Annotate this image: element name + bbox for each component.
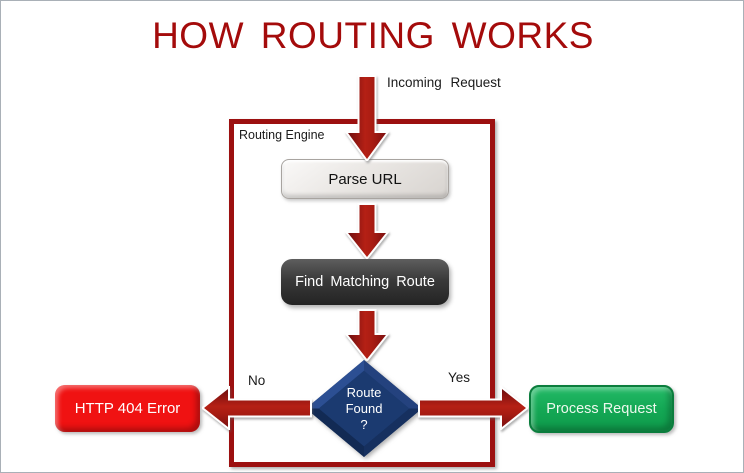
yes-branch-label: Yes: [448, 370, 471, 385]
incoming-arrow-down-icon: [345, 75, 389, 161]
http-404-error-node: HTTP 404 Error: [55, 385, 200, 432]
find-to-decision-arrow-down-icon: [345, 309, 389, 361]
decision-label: Route Found ?: [304, 359, 424, 459]
incoming-request-label: Incoming Request: [387, 75, 501, 90]
yes-branch-arrow-right-icon: [418, 386, 528, 430]
route-found-decision: Route Found ?: [304, 359, 424, 459]
decision-line: Found: [345, 401, 383, 416]
no-branch-arrow-left-icon: [202, 386, 312, 430]
page-title: HOW ROUTING WORKS: [152, 15, 594, 56]
parse-to-find-arrow-down-icon: [345, 203, 389, 259]
find-matching-route-node: Find Matching Route: [281, 259, 449, 305]
parse-url-node: Parse URL: [281, 159, 449, 199]
routing-engine-label: Routing Engine: [239, 128, 325, 142]
decision-line: Route: [346, 385, 382, 400]
decision-diamond-icon: [306, 360, 422, 457]
parse-url-label: Parse URL: [328, 170, 402, 188]
find-matching-route-label: Find Matching Route: [295, 274, 435, 290]
http-404-error-label: HTTP 404 Error: [74, 400, 181, 417]
process-request-label: Process Request: [546, 401, 657, 417]
decision-line: ?: [360, 417, 368, 432]
no-branch-label: No: [248, 373, 266, 388]
process-request-node: Process Request: [529, 385, 674, 433]
